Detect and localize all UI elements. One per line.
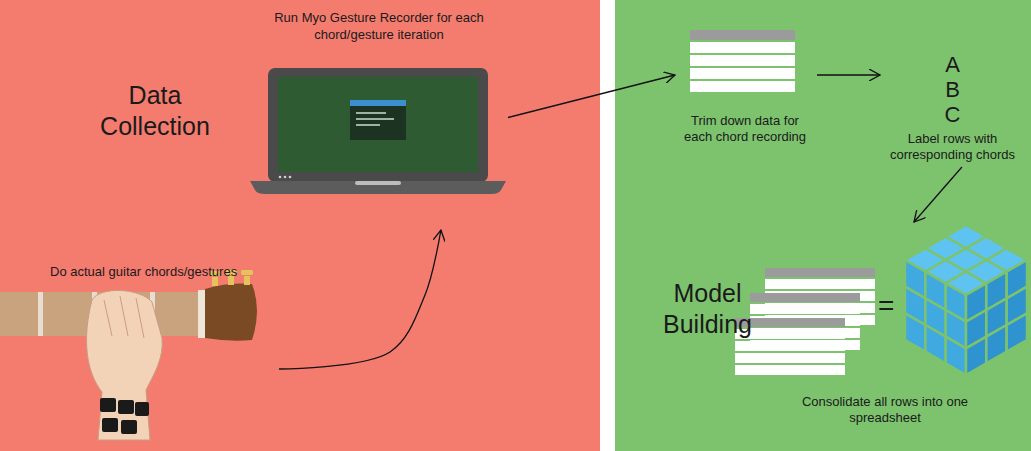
step-label: Consolidate all rows into one spreadshee… <box>785 394 985 426</box>
step-label: Label rows with corresponding chords <box>880 131 1025 163</box>
step-label: Run Myo Gesture Recorder for each chord/… <box>264 9 494 43</box>
hand-illustration <box>87 290 163 440</box>
flow-arrow <box>914 167 962 222</box>
step-label: Do actual guitar chords/gestures <box>50 263 279 280</box>
step-label: Model Building <box>640 278 775 340</box>
step-label: Trim down data for each chord recording <box>677 113 813 145</box>
process-step: Do actual guitar chords/gestures <box>40 255 279 445</box>
section-panel: Data Collection Run Myo Gesture Recorder … <box>0 0 600 451</box>
model-building-panel <box>615 0 1031 451</box>
equals-sign: = <box>878 292 894 320</box>
process-step: Trim down data for each chord recording <box>675 25 817 150</box>
data-collection-panel <box>0 0 600 451</box>
cube-icon <box>905 225 1027 375</box>
laptop-illustration <box>250 68 506 194</box>
flow-arrow <box>817 74 880 75</box>
step-label: B <box>880 77 1025 102</box>
flow-arrow <box>508 75 675 118</box>
process-step: Consolidate all rows into one spreadshee… <box>740 222 1030 434</box>
process-step: Run Myo Gesture Recorder for each chord/… <box>250 5 508 230</box>
process-step: ABC Label rows with corresponding chords <box>880 52 1029 167</box>
table-stack-icon <box>735 268 875 375</box>
table-icon <box>690 30 795 92</box>
step-label: Data Collection <box>85 80 225 142</box>
section-panel: Model Building Trim down data for each ch… <box>615 0 1031 451</box>
step-letter: A <box>880 52 1025 77</box>
step-label: C <box>880 102 1025 127</box>
flow-arrow <box>279 230 441 369</box>
label-anchor: = <box>878 292 894 320</box>
